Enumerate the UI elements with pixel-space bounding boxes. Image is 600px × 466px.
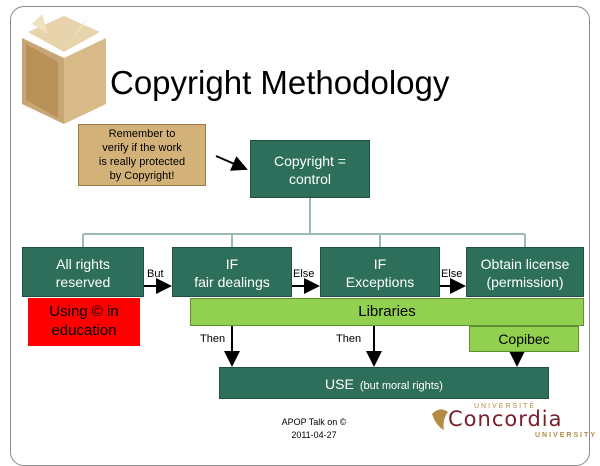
logo-concordia: Concordia [448, 407, 563, 431]
reminder-note: Remember to verify if the work is really… [78, 124, 206, 186]
footer: APOP Talk on © 2011-04-27 [258, 416, 370, 442]
moral-rights-note: (but moral rights) [359, 380, 443, 392]
box-line: fair dealings [194, 274, 270, 290]
box-line: IF [225, 256, 239, 272]
note-line: Remember to [108, 128, 176, 140]
then-label: Then [336, 333, 362, 345]
book-icon [22, 14, 106, 124]
box-line: Exceptions [345, 274, 415, 290]
libraries-bar: Libraries [190, 298, 584, 326]
copibec-box: Copibec [469, 326, 579, 352]
obtain-license-box: Obtain license (permission) [466, 247, 584, 297]
note-line: verify if the work [102, 142, 182, 154]
box-line: Copyright = [274, 153, 346, 169]
else-label: Else [293, 268, 315, 280]
note-line: by Copyright! [109, 170, 175, 182]
use-label: USE [325, 376, 354, 392]
using-in-education-box: Using © in education [28, 298, 140, 346]
box-line: reserved [55, 274, 111, 290]
note-line: is really protected [98, 156, 186, 168]
slide-title: Copyright Methodology [110, 64, 450, 101]
footer-line: APOP Talk on © [281, 417, 347, 427]
box-line: education [51, 322, 117, 339]
box-line: control [288, 171, 332, 187]
box-line: (permission) [486, 274, 564, 290]
box-line: Obtain license [480, 256, 570, 272]
then-label: Then [200, 333, 226, 345]
logo-universite: UNIVERSITÉ [474, 403, 537, 410]
all-rights-reserved-box: All rights reserved [22, 247, 144, 297]
concordia-logo-icon [432, 409, 448, 430]
box-line: Using © in [49, 303, 119, 320]
else-label: Else [441, 268, 463, 280]
logo-university: UNIVERSITY [535, 432, 598, 439]
copyright-control-box: Copyright = control [250, 140, 370, 198]
use-box: USE (but moral rights) [219, 367, 549, 399]
footer-line: 2011-04-27 [291, 430, 337, 440]
box-line: All rights [56, 256, 110, 272]
box-line: IF [373, 256, 387, 272]
fair-dealings-box: IF fair dealings [172, 247, 292, 297]
exceptions-box: IF Exceptions [320, 247, 440, 297]
connector-lines [82, 155, 526, 367]
but-label: But [147, 268, 164, 280]
slide: Copyright Methodology Remember to verify… [10, 6, 598, 466]
